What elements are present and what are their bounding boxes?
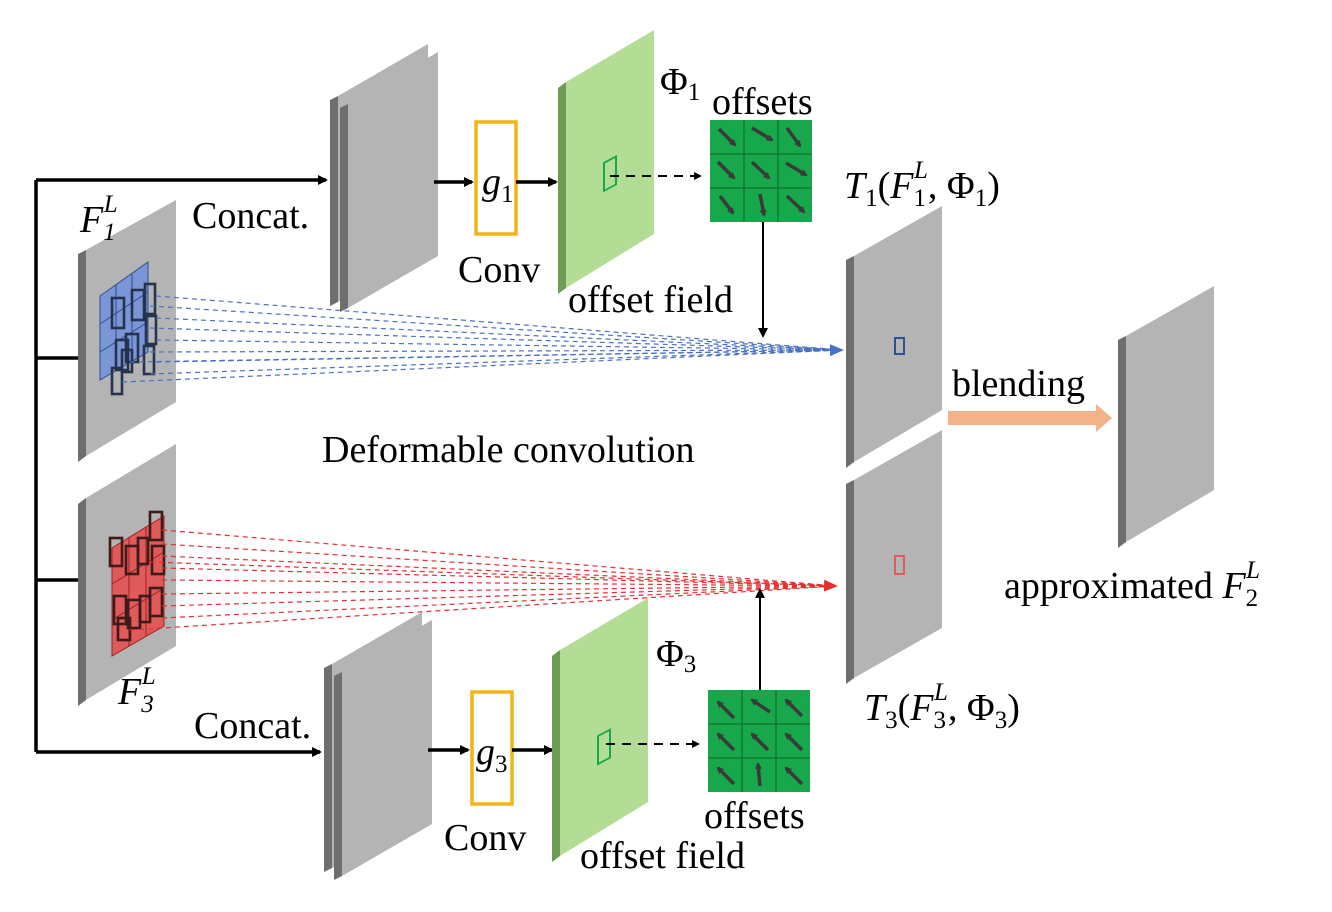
arrow-down-right-icon xyxy=(750,160,771,180)
f3-label: F3L xyxy=(117,663,156,718)
approximated-map-f2 xyxy=(1118,286,1214,548)
arrow-down-right-icon xyxy=(751,126,774,142)
arrow-up-left-icon xyxy=(716,766,736,786)
output-map-t1 xyxy=(846,206,942,468)
concat-label-top: Concat. xyxy=(192,195,309,237)
arrow-up-left-icon xyxy=(716,732,736,752)
output-map-t3 xyxy=(846,430,942,684)
arrow-down-right-icon xyxy=(717,127,737,147)
conv-box-g1 xyxy=(474,120,518,236)
conv-label-bottom: Conv xyxy=(444,817,526,859)
offsets-label-bottom: offsets xyxy=(704,795,805,837)
red-sampling-lines xyxy=(129,529,838,631)
arrow-up-left-icon xyxy=(784,698,804,718)
offsets-grid-top xyxy=(710,120,812,222)
conv-label-top: Conv xyxy=(458,249,540,291)
blue-sampling-lines xyxy=(121,295,844,383)
g1-label: g1 xyxy=(482,161,514,208)
approximated-f2-label: approximated F2L xyxy=(1004,557,1260,612)
offsets-label-top: offsets xyxy=(712,81,813,123)
feature-map-f1 xyxy=(78,200,176,462)
arrow-up-icon xyxy=(754,762,762,787)
concat-label-bottom: Concat. xyxy=(194,705,311,747)
arrow-up-left-icon xyxy=(784,732,804,752)
phi1-label: Φ1 xyxy=(660,61,700,106)
arrow-up-left-icon xyxy=(750,698,771,714)
deformable-convolution-label: Deformable convolution xyxy=(322,429,695,471)
blending-arrow xyxy=(948,404,1112,432)
arrow-down-icon xyxy=(758,193,767,217)
arrow-down-right-icon xyxy=(716,160,736,180)
arrow-up-left-icon xyxy=(750,732,770,752)
t1-label: T1(F1L, Φ1) xyxy=(844,157,1000,212)
input-connector-lines xyxy=(34,175,328,757)
concat-block-bottom xyxy=(324,612,432,880)
arrow-down-right-icon xyxy=(785,161,808,177)
concat-block-top xyxy=(330,44,438,312)
offset-field-label-bottom: offset field xyxy=(580,835,745,877)
f1-label: F1L xyxy=(79,191,118,246)
arrow-up-left-icon xyxy=(716,700,736,720)
feature-map-f3 xyxy=(78,444,176,706)
g3-label: g3 xyxy=(476,731,508,778)
arrow-down-right-icon xyxy=(718,194,735,215)
arrow-down-right-icon xyxy=(785,126,802,148)
offset-field-top xyxy=(558,30,654,294)
blending-label: blending xyxy=(952,363,1085,405)
conv-box-g3 xyxy=(470,690,514,806)
arrow-up-left-icon xyxy=(784,766,804,786)
offsets-grid-bottom xyxy=(708,690,810,792)
phi3-label: Φ3 xyxy=(656,633,696,678)
offset-field-label-top: offset field xyxy=(568,279,733,321)
arrow-down-right-icon xyxy=(785,194,806,214)
t3-label: T3(F3L, Φ3) xyxy=(864,679,1020,734)
offset-field-bottom xyxy=(552,598,648,862)
